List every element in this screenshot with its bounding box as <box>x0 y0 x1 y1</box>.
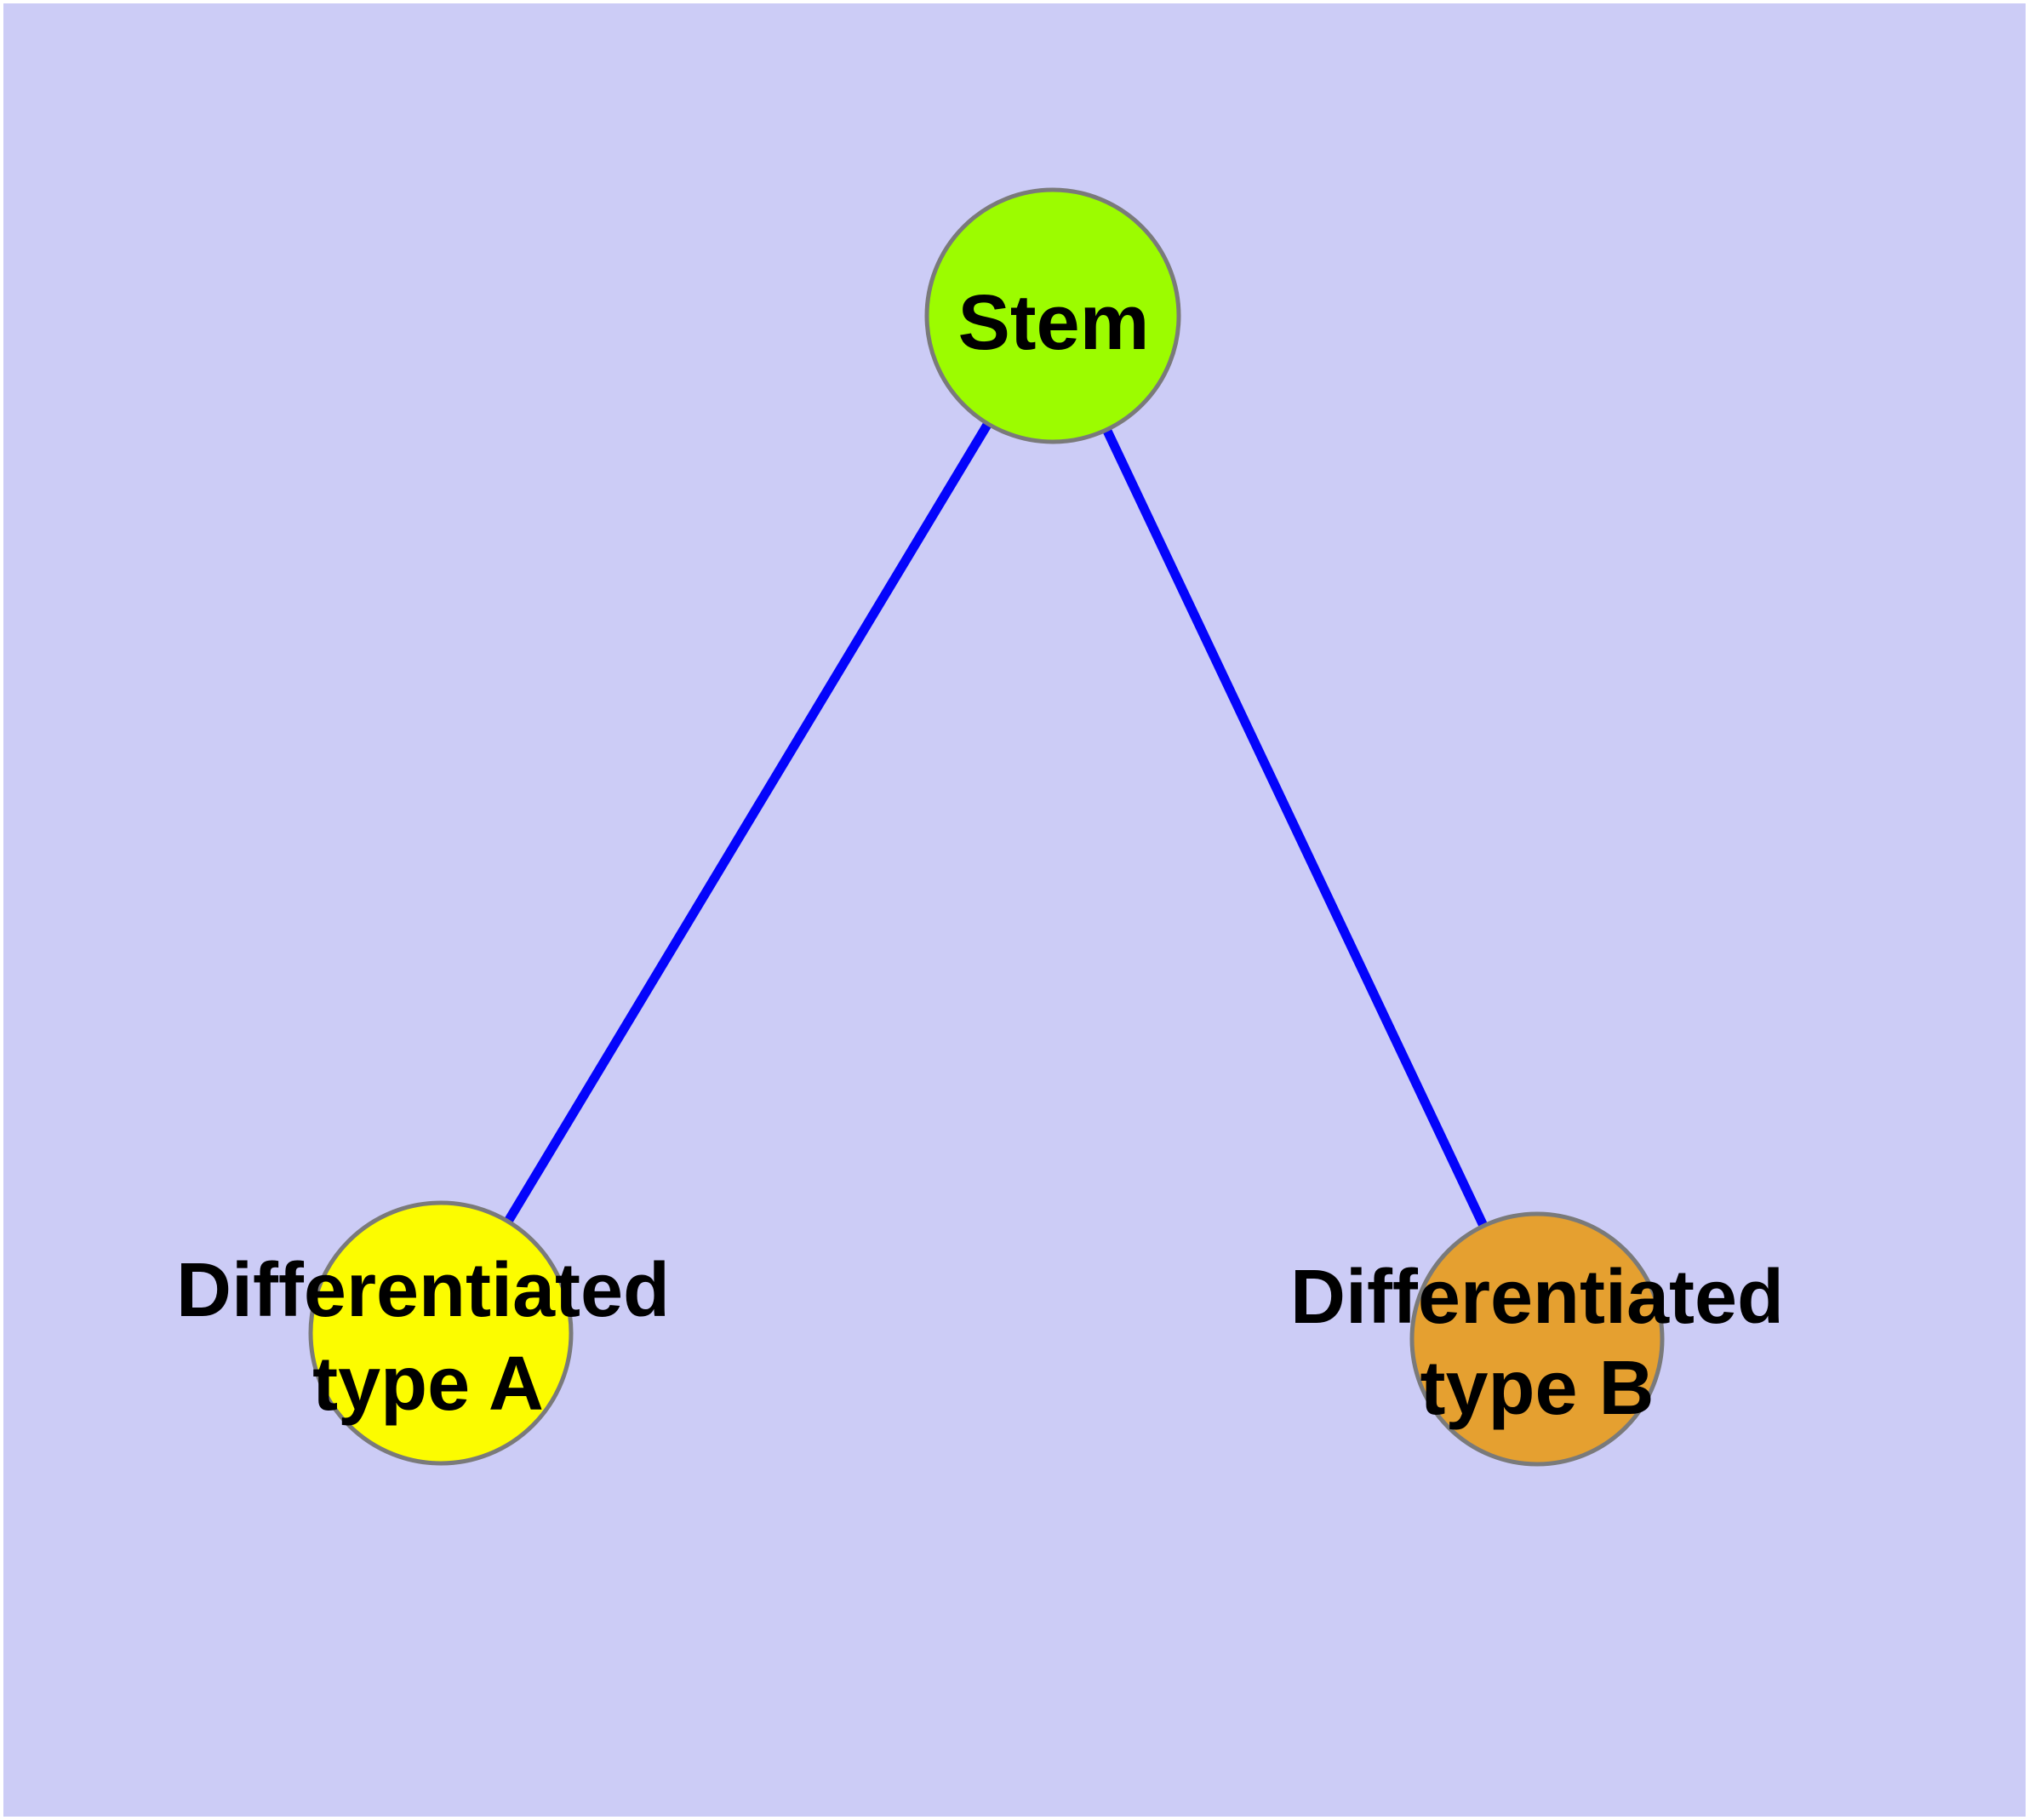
node-differentiated-type-b <box>1409 1211 1665 1467</box>
node-label-type-b-line1: Differentiated <box>1290 1255 1784 1340</box>
node-label-type-a-line2: type A <box>312 1342 544 1427</box>
node-label-type-a-line1: Differentiated <box>176 1248 670 1333</box>
node-label-type-b-line2: type B <box>1420 1346 1654 1431</box>
node-differentiated-type-a <box>308 1200 574 1466</box>
node-stem <box>924 187 1181 444</box>
edge-stem-to-type-a <box>437 313 1057 1336</box>
node-label-stem: Stem <box>958 279 1150 366</box>
edge-stem-to-type-b <box>1049 313 1541 1342</box>
